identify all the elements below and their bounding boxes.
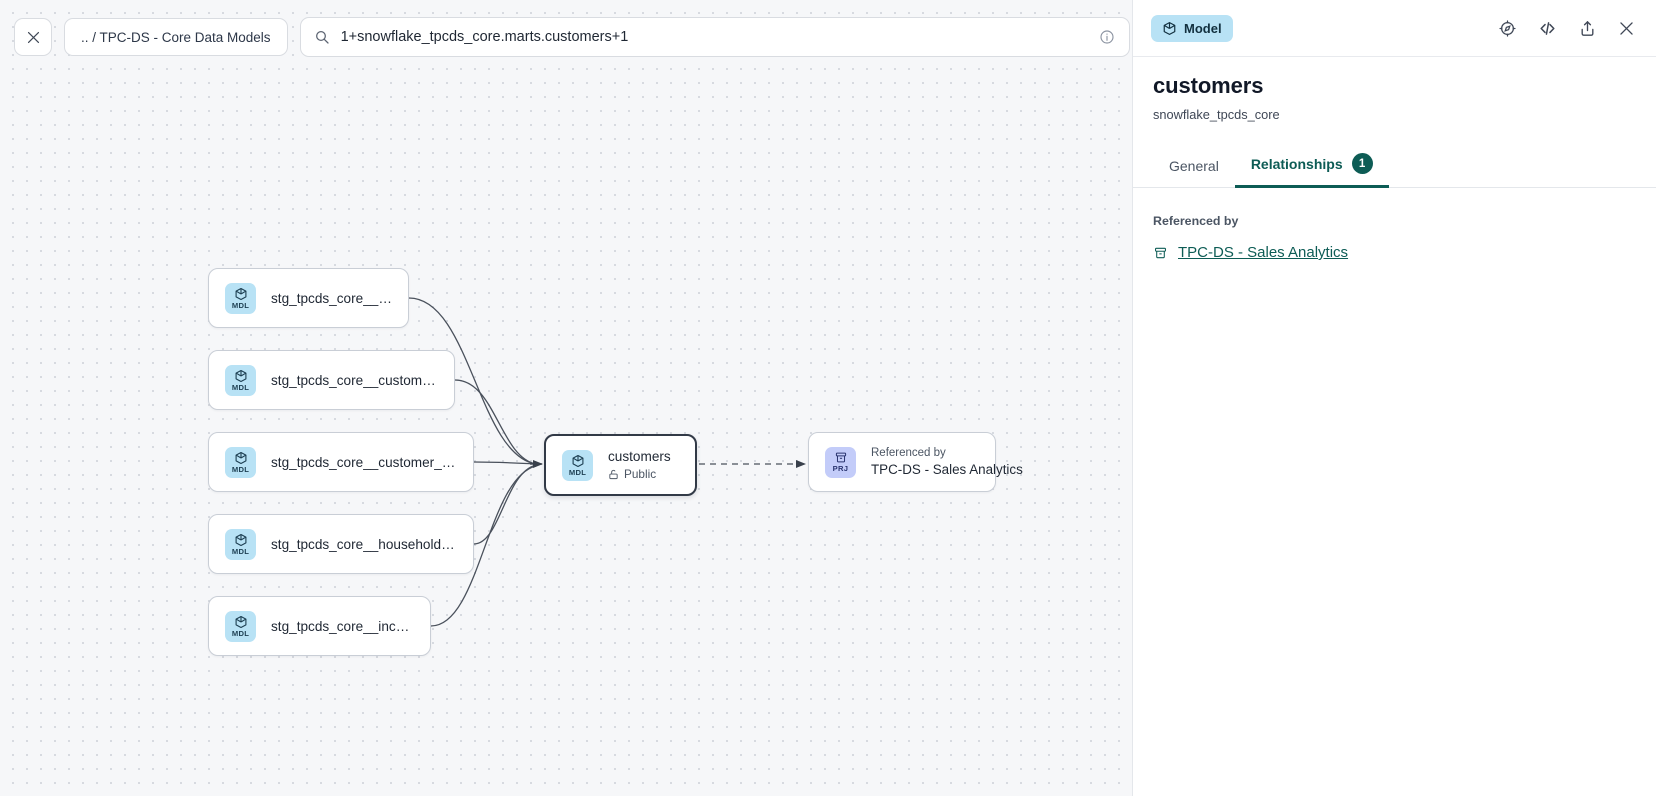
node-title: stg_tpcds_core__income_band: [271, 618, 414, 634]
close-icon: [25, 29, 42, 46]
badge-text: MDL: [231, 382, 250, 392]
close-icon[interactable]: [1617, 19, 1636, 38]
edge-customer-demographics: [473, 461, 537, 465]
lock-icon: [608, 469, 619, 480]
close-lineage-button[interactable]: [14, 18, 52, 56]
badge-text: MDL: [231, 628, 250, 638]
lineage-edges: [408, 297, 806, 627]
edge-arrowhead-in: [533, 460, 543, 468]
graph-node-project[interactable]: PRJ Referenced by TPC-DS - Sales Analyti…: [808, 432, 1023, 492]
tab-label: General: [1169, 158, 1219, 174]
visibility-label: Public: [624, 467, 657, 481]
node-kicker: Referenced by: [871, 447, 946, 459]
search-icon: [314, 29, 330, 45]
lineage-toolbar: .. / TPC-DS - Core Data Models: [0, 0, 1132, 74]
node-title: stg_tpcds_core__customer: [271, 290, 392, 306]
node-title: TPC-DS - Sales Analytics: [871, 462, 1023, 477]
node-title: stg_tpcds_core__customer_address: [271, 372, 438, 388]
project-icon: [1153, 246, 1168, 260]
breadcrumb[interactable]: .. / TPC-DS - Core Data Models: [64, 18, 288, 56]
search-input[interactable]: [340, 29, 1088, 45]
model-badge: MDL: [225, 610, 256, 642]
details-tabs: General Relationships 1: [1133, 144, 1656, 188]
tab-general[interactable]: General: [1153, 149, 1235, 188]
node-title: customers: [608, 449, 671, 464]
model-badge: MDL: [225, 282, 256, 314]
node-body: stg_tpcds_core__customer: [271, 291, 392, 306]
page-title: customers: [1153, 73, 1264, 98]
tab-relationships[interactable]: Relationships 1: [1234, 144, 1389, 188]
list-item[interactable]: TPC-DS - Sales Analytics: [1153, 244, 1636, 261]
node-body: Referenced by TPC-DS - Sales Analytics: [871, 447, 1023, 477]
details-panel: Model customers snowflake_tpcds_core: [1132, 0, 1656, 796]
edge-arrowhead-out: [796, 460, 806, 468]
graph-node[interactable]: MDL stg_tpcds_core__customer_address: [208, 350, 455, 410]
badge-text: PRJ: [832, 464, 849, 473]
edge-referenced-by: [699, 460, 806, 468]
object-type-label: Model: [1184, 20, 1222, 36]
model-badge: MDL: [225, 446, 256, 478]
node-visibility: Public: [608, 467, 671, 481]
share-icon[interactable]: [1578, 19, 1597, 38]
model-badge: MDL: [562, 449, 593, 481]
graph-node[interactable]: MDL stg_tpcds_core__customer_demogra…: [208, 432, 474, 492]
lineage-search[interactable]: [299, 17, 1130, 57]
graph-node-selected[interactable]: MDL customers Public: [544, 434, 697, 496]
edge-household-demographics: [473, 464, 537, 545]
relationship-link[interactable]: TPC-DS - Sales Analytics: [1178, 244, 1349, 261]
cube-icon: [1162, 21, 1177, 36]
details-panel-header: Model: [1133, 0, 1656, 57]
tab-badge-count: 1: [1351, 153, 1373, 174]
model-badge: MDL: [225, 528, 256, 560]
page-subtitle: snowflake_tpcds_core: [1153, 107, 1280, 122]
info-circle-icon[interactable]: [1099, 29, 1115, 45]
explore-icon[interactable]: [1498, 19, 1517, 38]
graph-node[interactable]: MDL stg_tpcds_core__household_demogr…: [208, 514, 474, 574]
node-body: stg_tpcds_core__customer_demogra…: [271, 455, 457, 470]
node-body: customers Public: [608, 449, 671, 481]
project-badge: PRJ: [825, 446, 856, 478]
node-title: stg_tpcds_core__household_demogr…: [271, 536, 457, 552]
graph-node[interactable]: MDL stg_tpcds_core__income_band: [208, 596, 431, 656]
details-panel-heading: customers snowflake_tpcds_core: [1133, 57, 1656, 122]
badge-text: MDL: [568, 467, 587, 477]
badge-text: MDL: [231, 300, 250, 310]
node-title: stg_tpcds_core__customer_demogra…: [271, 454, 457, 470]
relationships-body: Referenced by TPC-DS - Sales Analytics: [1133, 188, 1656, 261]
section-label-referenced-by: Referenced by: [1153, 214, 1239, 228]
object-type-chip[interactable]: Model: [1151, 14, 1233, 42]
model-badge: MDL: [225, 364, 256, 396]
node-body: stg_tpcds_core__customer_address: [271, 373, 438, 388]
lineage-canvas[interactable]: MDL stg_tpcds_core__customer MDL stg_tpc…: [0, 0, 1132, 796]
graph-node[interactable]: MDL stg_tpcds_core__customer: [208, 268, 409, 328]
code-icon[interactable]: [1537, 18, 1558, 39]
tab-label: Relationships: [1250, 155, 1343, 172]
badge-text: MDL: [231, 546, 250, 556]
panel-actions: [1498, 18, 1636, 39]
badge-text: MDL: [231, 464, 250, 474]
breadcrumb-label: .. / TPC-DS - Core Data Models: [81, 29, 271, 45]
node-body: stg_tpcds_core__household_demogr…: [271, 537, 457, 552]
node-body: stg_tpcds_core__income_band: [271, 619, 414, 634]
